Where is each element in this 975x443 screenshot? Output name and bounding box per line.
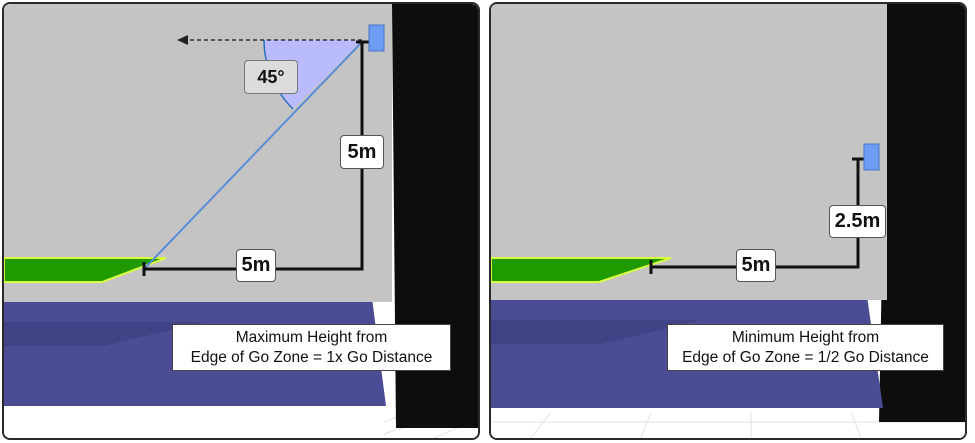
drone-icon — [863, 143, 880, 171]
vertical-distance-label: 2.5m — [829, 205, 886, 238]
caption-line-2: Edge of Go Zone = 1/2 Go Distance — [682, 348, 929, 366]
scene-right — [491, 4, 965, 438]
caption-box: Maximum Height from Edge of Go Zone = 1x… — [172, 324, 451, 371]
go-zone — [491, 257, 672, 283]
horizontal-distance-label: 5m — [736, 249, 776, 282]
reference-arrowhead — [177, 35, 188, 45]
caption-line-1: Minimum Height from — [731, 328, 880, 346]
caption-line-1: Maximum Height from — [235, 328, 388, 346]
dark-structure — [879, 4, 965, 422]
wall — [491, 4, 887, 300]
vertical-distance-label: 5m — [340, 135, 384, 169]
scene-left — [4, 4, 478, 438]
dark-structure — [392, 4, 478, 428]
dimension-lines — [651, 159, 860, 269]
caption-line-2: Edge of Go Zone = 1x Go Distance — [190, 348, 433, 366]
dimension-lines — [144, 42, 364, 271]
go-zone — [4, 257, 167, 283]
angle-label: 45° — [244, 60, 298, 94]
horizontal-distance-label: 5m — [236, 249, 276, 282]
panel-minimum-height: 2.5m 5m Minimum Height from Edge of Go Z… — [489, 2, 967, 440]
sight-line — [143, 41, 363, 270]
drone-icon — [368, 24, 385, 52]
panel-maximum-height: 45° 5m 5m Maximum Height from Edge of Go… — [2, 2, 480, 440]
floor-shadow — [4, 322, 204, 346]
caption-box: Minimum Height from Edge of Go Zone = 1/… — [667, 324, 944, 371]
floor-shadow — [491, 320, 701, 344]
